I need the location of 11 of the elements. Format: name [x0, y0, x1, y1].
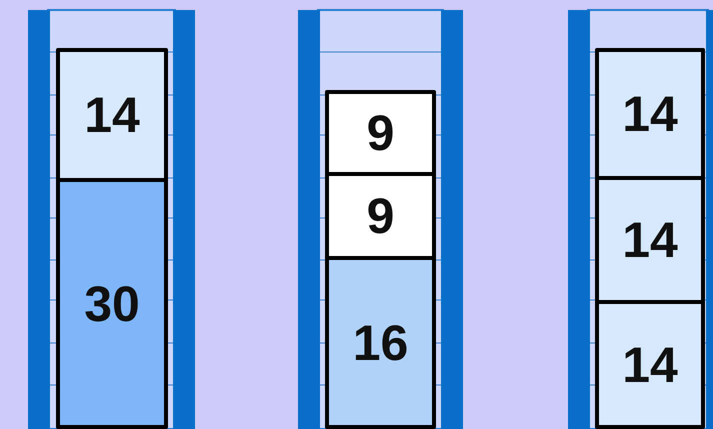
box-number: 14: [622, 89, 678, 139]
box-number: 9: [366, 191, 394, 241]
storage-box: [56, 178, 168, 429]
box-number: 14: [84, 90, 140, 140]
storage-box: [595, 300, 705, 429]
box-number: 9: [366, 108, 394, 158]
storage-box: [325, 256, 436, 429]
box-number: 16: [352, 318, 408, 368]
box-number: 14: [622, 215, 678, 265]
box-number: 14: [622, 340, 678, 390]
box-number: 30: [84, 278, 140, 328]
